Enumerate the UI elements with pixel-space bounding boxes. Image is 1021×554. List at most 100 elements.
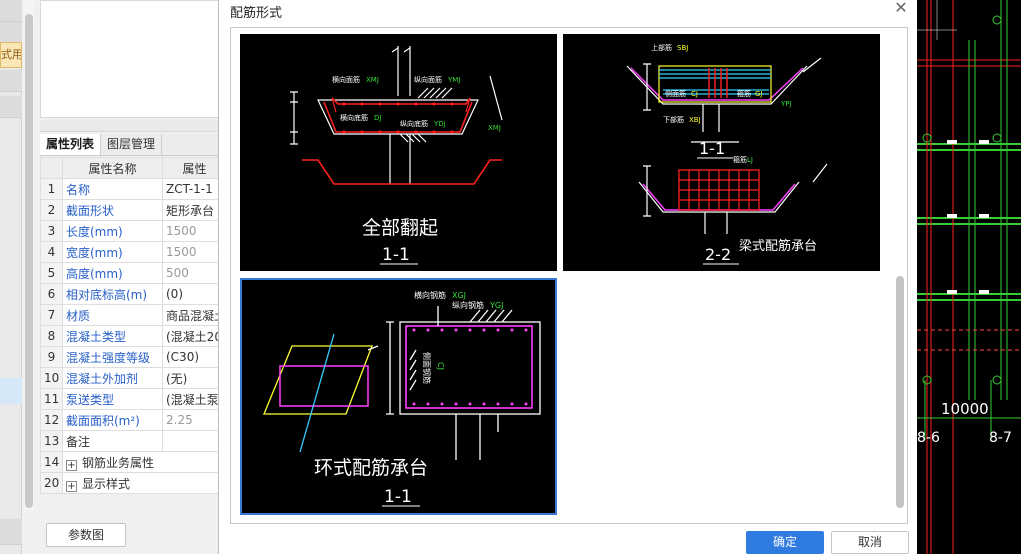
gallery-scrollbar-thumb[interactable] (896, 276, 904, 508)
table-header-row: 属性名称 属性 (40, 157, 227, 179)
property-value[interactable]: (混凝土20 (162, 325, 227, 347)
property-value[interactable]: (混凝土泵 (162, 388, 227, 410)
row-number: 8 (40, 325, 63, 347)
drawing-code: DJ (374, 114, 381, 122)
left-scrollbar-thumb[interactable] (25, 14, 33, 508)
sidebar-selected-item[interactable] (0, 378, 22, 404)
table-row[interactable]: 1 名称 ZCT-1-1 (40, 178, 227, 200)
property-name: 备注 (62, 430, 163, 452)
rebar-option-full-bend[interactable]: 横向面筋 XMJ 纵向面筋 YMJ 横向底筋 DJ 纵向底筋 YDJ XMJ 全… (240, 34, 557, 271)
property-name: 材质 (62, 304, 163, 326)
property-value[interactable]: (0) (162, 283, 227, 305)
property-name: 混凝土外加剂 (62, 367, 163, 389)
close-icon[interactable]: ✕ (894, 0, 908, 17)
drawing-label: 纵向底筋 (400, 119, 428, 128)
rebar-option-beam-cap[interactable]: 上部筋 SBJ 侧面筋 CJ 箍筋 GJ 下部筋 XBJ YPJ 箍筋 LJ 1… (563, 34, 880, 271)
drawing-label: 箍筋 (733, 155, 747, 164)
sidebar-button[interactable] (0, 70, 22, 92)
table-row[interactable]: 20 + 显示样式 (40, 472, 227, 494)
sidebar-button[interactable] (0, 96, 22, 118)
row-number: 6 (40, 283, 63, 305)
property-group[interactable]: + 显示样式 (62, 472, 227, 494)
property-name: 名称 (62, 178, 163, 200)
property-value[interactable]: 500 (162, 262, 227, 284)
sidebar-tab[interactable]: 式用 (0, 42, 22, 68)
cad-axis-label: 8-7 (989, 430, 1012, 446)
property-name: 高度(mm) (62, 262, 163, 284)
tab-property-list[interactable]: 属性列表 (40, 134, 102, 155)
table-row[interactable]: 14 +钢筋业务属性 (40, 451, 227, 473)
table-row[interactable]: 5 高度(mm) 500 (40, 262, 227, 284)
cad-canvas[interactable]: 10000 8-6 8-7 (917, 0, 1021, 554)
drawing-label: 侧面筋 (665, 89, 686, 98)
row-number: 20 (40, 472, 63, 494)
table-row[interactable]: 13 备注 (40, 430, 227, 452)
property-value[interactable]: 1500 (162, 241, 227, 263)
header-num (40, 157, 63, 179)
row-number: 1 (40, 178, 63, 200)
property-name: 截面面积(m²) (62, 409, 163, 431)
row-number: 10 (40, 367, 63, 389)
table-row[interactable]: 3 长度(mm) 1500 (40, 220, 227, 242)
option-caption: 梁式配筋承台 (739, 238, 817, 254)
table-row[interactable]: 6 相对底标高(m) (0) (40, 283, 227, 305)
drawing-code: CJ (691, 90, 698, 98)
tab-layer-manager[interactable]: 图层管理 (101, 134, 163, 155)
property-value[interactable]: 1500 (162, 220, 227, 242)
drawing-label: 横向钢筋 (414, 290, 446, 300)
option-caption: 环式配筋承台 (314, 457, 428, 479)
row-number: 2 (40, 199, 63, 221)
table-row[interactable]: 10 混凝土外加剂 (无) (40, 367, 227, 389)
parameter-diagram-button[interactable]: 参数图 (46, 523, 126, 547)
table-row[interactable]: 7 材质 商品混凝土 (40, 304, 227, 326)
expand-icon[interactable]: + (66, 480, 77, 492)
row-number: 5 (40, 262, 63, 284)
header-property-value: 属性 (162, 157, 227, 179)
property-value[interactable]: 2.25 (162, 409, 227, 431)
drawing-label: 上部筋 (651, 43, 672, 52)
cancel-button[interactable]: 取消 (831, 531, 909, 554)
property-value[interactable]: ZCT-1-1 (162, 178, 227, 200)
property-value[interactable]: (C30) (162, 346, 227, 368)
dialog-title: 配筋形式 (230, 6, 283, 21)
drawing-code: GJ (755, 90, 763, 98)
table-row[interactable]: 12 截面面积(m²) 2.25 (40, 409, 227, 431)
property-group-label: 显示样式 (82, 476, 131, 491)
cad-drawing: 10000 8-6 8-7 (917, 0, 1021, 554)
drawing-code: LJ (747, 156, 753, 164)
table-row[interactable]: 4 宽度(mm) 1500 (40, 241, 227, 263)
drawing-label: 纵向面筋 (414, 75, 442, 84)
left-sidebar (0, 0, 22, 554)
drawing-code: YDJ (433, 120, 446, 128)
drawing-label: 纵向钢筋 (452, 300, 484, 310)
expand-icon[interactable]: + (66, 459, 77, 471)
drawing-label: 横向面筋 (332, 75, 360, 84)
section-label-b: 2-2 (705, 245, 731, 264)
drawing-code: SBJ (677, 44, 688, 52)
sidebar-button[interactable] (0, 519, 22, 545)
table-row[interactable]: 11 泵送类型 (混凝土泵 (40, 388, 227, 410)
sidebar-button[interactable] (0, 22, 22, 44)
option-caption: 全部翻起 (362, 217, 438, 239)
property-name: 截面形状 (62, 199, 163, 221)
table-row[interactable]: 8 混凝土类型 (混凝土20 (40, 325, 227, 347)
rebar-drawing-beam-cap: 上部筋 SBJ 侧面筋 CJ 箍筋 GJ 下部筋 XBJ YPJ 箍筋 LJ 1… (626, 43, 828, 265)
drawing-code: YGJ (489, 301, 503, 310)
property-value[interactable]: (无) (162, 367, 227, 389)
property-name: 混凝土强度等级 (62, 346, 163, 368)
row-number: 9 (40, 346, 63, 368)
sidebar-button[interactable] (0, 0, 22, 22)
property-table: 属性名称 属性 1 名称 ZCT-1-1 2 截面形状 矩形承台 3 长度(mm… (40, 157, 227, 494)
rebar-option-ring-cap[interactable]: 横向钢筋 XGJ 纵向钢筋 YGJ 侧面钢筋 CJ 环式配筋承台 1-1 (240, 278, 557, 515)
table-row[interactable]: 9 混凝土强度等级 (C30) (40, 346, 227, 368)
property-value[interactable]: 商品混凝土 (162, 304, 227, 326)
drawing-label: 横向底筋 (340, 113, 368, 122)
drawing-code: CJ (436, 362, 445, 370)
property-value[interactable] (162, 430, 227, 452)
properties-tabs: 属性列表 图层管理 (40, 134, 226, 156)
confirm-button[interactable]: 确定 (746, 531, 824, 554)
table-row[interactable]: 2 截面形状 矩形承台 (40, 199, 227, 221)
property-group[interactable]: +钢筋业务属性 (62, 451, 227, 473)
rebar-form-gallery: 横向面筋 XMJ 纵向面筋 YMJ 横向底筋 DJ 纵向底筋 YDJ XMJ 全… (230, 27, 908, 524)
property-value[interactable]: 矩形承台 (162, 199, 227, 221)
